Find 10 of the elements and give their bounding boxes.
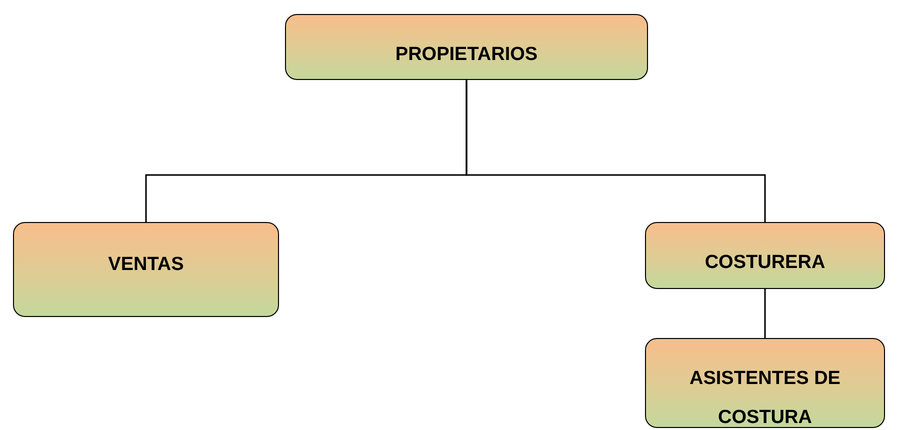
org-box [285, 14, 648, 80]
org-box [13, 222, 279, 317]
box-label: COSTURERA [704, 251, 826, 275]
box-label: PROPIETARIOS [394, 43, 539, 67]
org-box [645, 222, 885, 289]
box-label: ASISTENTES DE COSTURA [688, 367, 842, 430]
box-label: VENTAS [107, 253, 185, 277]
org-box [645, 338, 885, 428]
connector-line [466, 80, 766, 222]
connector-line [764, 289, 766, 338]
